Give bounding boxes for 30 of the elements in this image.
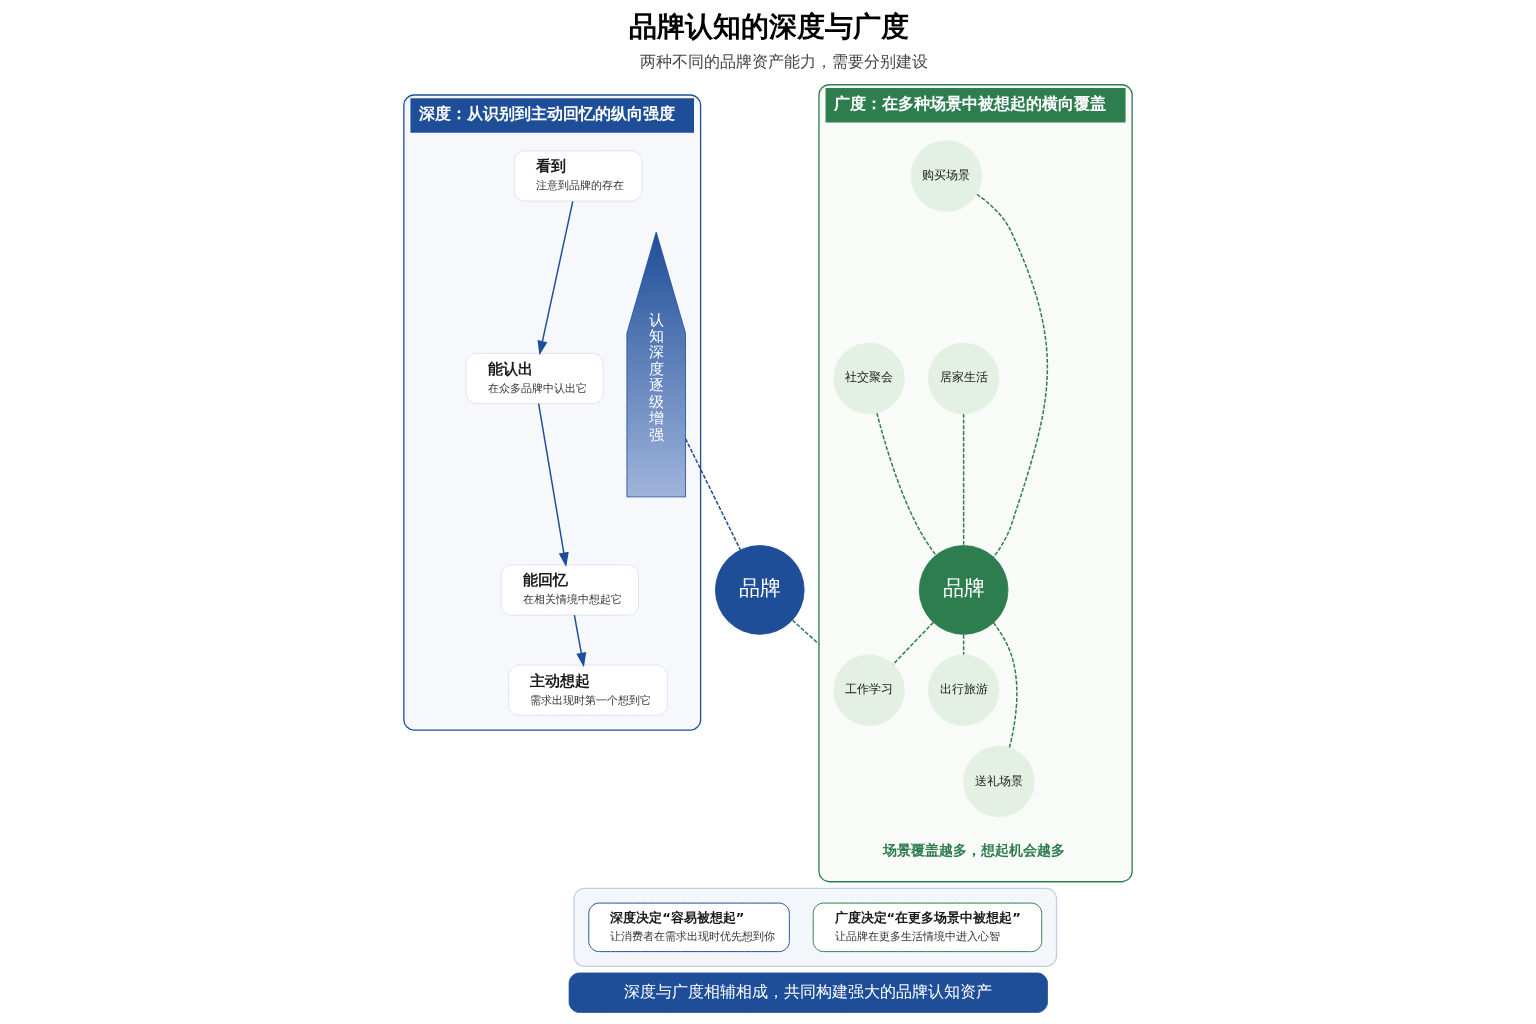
arrow	[537, 402, 569, 567]
node-box: 深度决定“容易被想起” 让消费者在需求出现时优先想到你	[588, 902, 790, 953]
node-circle: 购买场景	[910, 140, 983, 212]
node-box: 广度决定“在更多场景中被想起” 让品牌在更多生活情境中进入心智	[812, 902, 1043, 953]
cluster	[573, 887, 1058, 968]
label: 场景覆盖越多，想起机会越多	[882, 841, 1065, 858]
connector	[962, 413, 965, 547]
node-circle: 居家生活	[927, 342, 1000, 415]
node-box: 看到 注意到品牌的存在	[514, 150, 643, 202]
connector	[791, 619, 820, 645]
connector	[992, 621, 1018, 749]
node-circle: 品牌	[715, 545, 805, 635]
node-box: 主动想起 需求出现时第一个想到它	[508, 664, 668, 716]
arrow	[573, 614, 587, 668]
node-box: 能认出 在众多品牌中认出它	[465, 352, 604, 404]
label: 两种不同的品牌资产能力，需要分别建设	[639, 52, 928, 72]
node-box: 深度与广度相辅相成，共同构建强大的品牌认知资产	[568, 972, 1048, 1013]
node-circle: 送礼场景	[963, 745, 1035, 818]
diagram-title: 品牌认知的深度与广度	[629, 10, 910, 44]
connector	[962, 633, 965, 656]
node-circle: 出行旅游	[927, 654, 1000, 726]
node-circle: 工作学习	[833, 654, 905, 726]
connector	[876, 412, 937, 556]
node-box: 能回忆 在相关情境中想起它	[500, 564, 639, 616]
connector	[892, 621, 934, 665]
connector	[684, 438, 742, 551]
node-circle: 社交聚会	[833, 342, 905, 415]
connector	[976, 193, 1048, 558]
node-circle: 品牌	[918, 545, 1009, 635]
arrow	[537, 200, 574, 356]
